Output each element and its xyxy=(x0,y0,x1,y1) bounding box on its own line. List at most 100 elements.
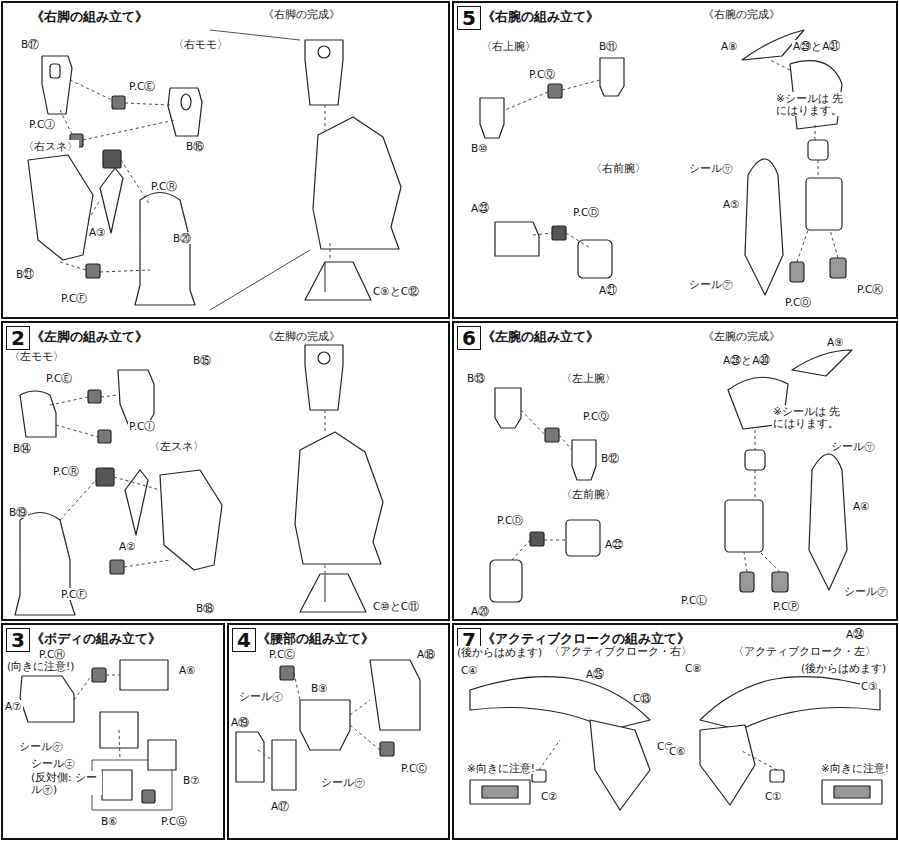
part-callout: シール㋓ xyxy=(30,757,76,769)
part-callout: A⑦ xyxy=(4,700,23,712)
part-callout: B⑨ xyxy=(310,682,329,694)
part-callout: B⑦ xyxy=(182,774,201,786)
note-text: (向きに注意!) xyxy=(6,660,75,672)
part-callout: シール㋑ xyxy=(238,690,284,702)
part-callout: A⑲ xyxy=(230,716,250,728)
part-callout: シール㋘ xyxy=(18,740,64,752)
sub-heading: 〈右スネ〉 xyxy=(22,140,79,152)
part-callout: P.CⒹ xyxy=(496,514,524,526)
step-number: 2 xyxy=(6,326,30,350)
part-callout: B⑮ xyxy=(192,354,212,366)
part-callout: シール㋐ xyxy=(843,585,889,597)
part-callout: B⑫ xyxy=(600,452,620,464)
part-callout: シール㋐ xyxy=(688,278,734,290)
part-callout: B⑰ xyxy=(20,38,40,50)
part-callout: P.CⒸ xyxy=(268,648,296,660)
part-callout: B⑥ xyxy=(100,815,119,827)
part-callout: A⑱ xyxy=(416,648,436,660)
step-number: 5 xyxy=(457,6,481,30)
note-text: ※シールは 先にはります。 xyxy=(772,405,850,429)
step-panel: 3《ボディの組み立て》 xyxy=(1,623,225,840)
part-callout: シール㋒ xyxy=(320,776,366,788)
step-panel: 6《左腕の組み立て》 xyxy=(452,321,898,621)
note-text: ※シールは 先にはります。 xyxy=(775,92,853,116)
part-callout: A㉑ xyxy=(598,284,618,296)
part-callout: P.CⒹ xyxy=(572,206,600,218)
sub-heading: 〈左上腕〉 xyxy=(560,372,617,384)
part-callout: A㉒ xyxy=(604,538,624,550)
part-callout: P.CⒽ xyxy=(38,648,66,660)
part-callout: C⑬ xyxy=(632,692,652,704)
part-callout: P.CⒻ xyxy=(60,292,88,304)
sub-heading: 〈右モモ〉 xyxy=(172,38,229,50)
note-text: (後からはめます) xyxy=(800,662,887,674)
part-callout: A③ xyxy=(88,226,107,238)
step-title: 《右腕の組み立て》 xyxy=(482,9,599,26)
part-callout: B⑬ xyxy=(466,372,486,384)
step-number: 6 xyxy=(457,326,481,350)
part-callout: P.CⒾ xyxy=(128,420,156,432)
part-callout: B⑲ xyxy=(8,506,28,518)
part-callout: B⑪ xyxy=(598,40,618,52)
part-callout: A⑳ xyxy=(470,605,490,617)
part-callout: P.CⓀ xyxy=(856,283,884,295)
step-number: 3 xyxy=(6,628,30,652)
part-callout: P.CⒿ xyxy=(28,118,56,130)
sub-heading: 《左腕の完成》 xyxy=(702,330,781,342)
part-callout: A⑤ xyxy=(722,198,741,210)
step-title: 《右脚の組み立て》 xyxy=(31,9,148,26)
sub-heading: 〈アクティブクローク・右〉 xyxy=(548,645,693,657)
part-callout: C③ xyxy=(860,680,879,692)
step-title: 《腰部の組み立て》 xyxy=(257,631,374,648)
part-callout: P.CⒻ xyxy=(60,588,88,600)
part-callout: P.CⓇ xyxy=(52,465,80,477)
part-callout: A⑧ xyxy=(720,40,739,52)
part-callout: A㉓ xyxy=(470,202,490,214)
sub-heading: 《右腕の完成》 xyxy=(702,8,781,20)
part-callout: P.CⓆ xyxy=(582,410,610,422)
part-callout: C① xyxy=(764,790,783,802)
sub-heading: 〈左モモ〉 xyxy=(8,350,65,362)
step-title: 《ボディの組み立て》 xyxy=(31,631,161,648)
sub-heading: 〈右前腕〉 xyxy=(590,162,647,174)
sub-heading: 《右脚の完成》 xyxy=(262,8,341,20)
part-callout: P.CⓄ xyxy=(784,296,812,308)
note-text: (後からはめます) xyxy=(456,646,543,658)
part-callout: A⑥ xyxy=(178,664,197,676)
step-title: 《左脚の組み立て》 xyxy=(31,329,148,346)
part-callout: C⑩とC⑪ xyxy=(372,600,420,612)
part-callout: C⑧ xyxy=(684,662,703,674)
part-callout: A⑨ xyxy=(826,336,845,348)
sub-heading: 〈アクティブクローク・左〉 xyxy=(732,645,877,657)
part-callout: B⑭ xyxy=(12,442,32,454)
part-callout: P.CⓁ xyxy=(680,594,708,606)
part-callout: C④ xyxy=(460,664,479,676)
part-callout: A㉔ xyxy=(845,628,865,640)
part-callout: C② xyxy=(540,790,559,802)
sub-heading: 〈左スネ〉 xyxy=(148,440,205,452)
part-callout: A④ xyxy=(852,500,871,512)
part-callout: P.CⓇ xyxy=(150,180,178,192)
part-callout: P.CⓆ xyxy=(528,68,556,80)
part-callout: B⑱ xyxy=(195,602,215,614)
note-text: (反対側: シール㋔) xyxy=(30,771,102,795)
step-number: 4 xyxy=(232,628,256,652)
sub-heading: 〈右上腕〉 xyxy=(480,40,537,52)
part-callout: B㉑ xyxy=(15,268,35,280)
part-callout: P.CⓅ xyxy=(772,600,800,612)
part-callout: シール㋚ xyxy=(830,440,876,452)
part-callout: シール㋚ xyxy=(688,162,734,174)
sub-heading: 〈左前腕〉 xyxy=(560,488,617,500)
part-callout: P.CⒸ xyxy=(400,762,428,774)
part-callout: B⑳ xyxy=(172,232,192,244)
part-callout: P.CⒺ xyxy=(45,372,73,384)
note-text: ※向きに注意! xyxy=(820,762,890,774)
note-text: ※向きに注意! xyxy=(466,762,536,774)
part-callout: B⑯ xyxy=(185,140,205,152)
part-callout: A② xyxy=(118,540,137,552)
part-callout: A㉙とA㉛ xyxy=(792,40,841,52)
part-callout: A⑰ xyxy=(270,800,290,812)
sub-heading: 《左脚の完成》 xyxy=(262,330,341,342)
part-callout: C⑥ xyxy=(668,745,687,757)
step-title: 《左腕の組み立て》 xyxy=(482,329,599,346)
